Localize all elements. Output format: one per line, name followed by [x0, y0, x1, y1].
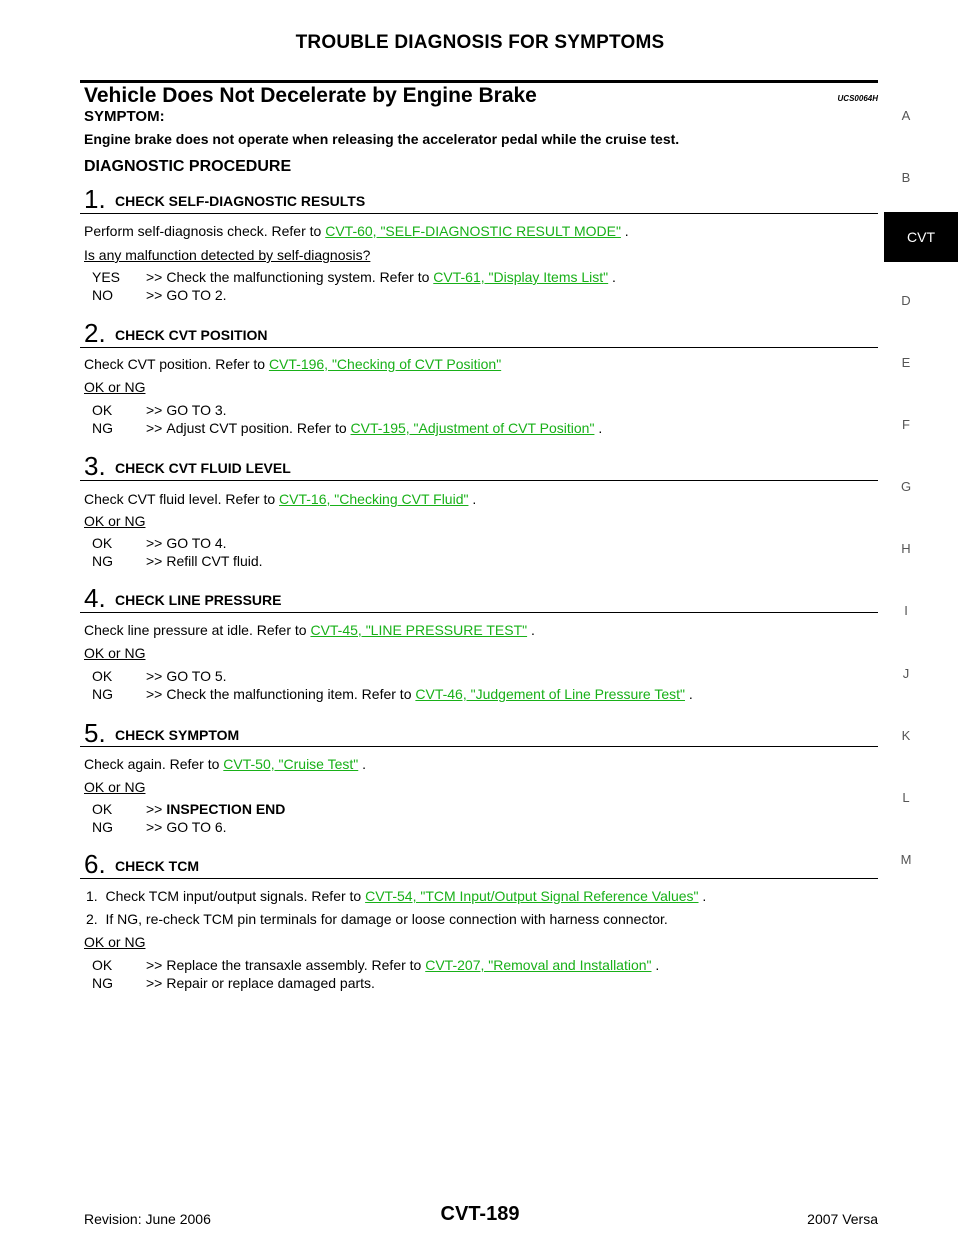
symptom-description: Engine brake does not operate when relea… [84, 131, 680, 147]
step-rule [80, 480, 878, 481]
step-number: 1. [84, 184, 106, 214]
footer-model: 2007 Versa [807, 1211, 878, 1227]
side-index-h[interactable]: H [901, 541, 911, 556]
step-5-instruction: Check again. Refer to CVT-50, "Cruise Te… [84, 756, 367, 772]
step-rule [80, 213, 878, 214]
footer-revision: Revision: June 2006 [84, 1211, 211, 1227]
step-1-answer-yes: YES>>Check the malfunctioning system. Re… [92, 269, 616, 285]
side-index-m[interactable]: M [900, 852, 912, 867]
side-index-f[interactable]: F [902, 417, 910, 432]
symptom-label: SYMPTOM: [84, 108, 165, 125]
step-rule [80, 612, 878, 613]
step-2-answer-ng: NG>>Adjust CVT position. Refer to CVT-19… [92, 420, 603, 436]
step-6-answer-link[interactable]: CVT-207, "Removal and Installation" [425, 957, 652, 973]
side-index-g[interactable]: G [900, 479, 912, 494]
step-rule [80, 878, 878, 879]
step-2-instruction: Check CVT position. Refer to CVT-196, "C… [84, 356, 502, 372]
procedure-title: DIAGNOSTIC PROCEDURE [84, 158, 292, 175]
step-3-reference-link[interactable]: CVT-16, "Checking CVT Fluid" [279, 491, 469, 507]
step-1-instruction: Perform self-diagnosis check. Refer to C… [84, 223, 629, 239]
step-title: CHECK SELF-DIAGNOSTIC RESULTS [115, 193, 366, 209]
side-index-j[interactable]: J [902, 666, 910, 681]
step-5-answer-ng: NG>>GO TO 6. [92, 819, 227, 835]
step-rule [80, 347, 878, 348]
step-3-answer-ok: OK>>GO TO 4. [92, 535, 227, 551]
step-4-answer-ok: OK>>GO TO 5. [92, 668, 227, 684]
step-rule [80, 746, 878, 747]
step-1-answer-link[interactable]: CVT-61, "Display Items List" [433, 269, 609, 285]
step-6-answer-ok: OK>>Replace the transaxle assembly. Refe… [92, 957, 660, 973]
step-3-instruction: Check CVT fluid level. Refer to CVT-16, … [84, 491, 477, 507]
side-index-a[interactable]: A [901, 108, 911, 123]
side-index-i[interactable]: I [904, 603, 908, 618]
step-2-question: OK or NG [84, 379, 146, 395]
step-4-question: OK or NG [84, 645, 146, 661]
side-index-active-tab[interactable]: CVT [884, 212, 958, 262]
step-4-answer-link[interactable]: CVT-46, "Judgement of Line Pressure Test… [415, 686, 685, 702]
step-1-question: Is any malfunction detected by self-diag… [84, 247, 371, 263]
step-4-instruction: Check line pressure at idle. Refer to CV… [84, 622, 535, 638]
step-5-reference-link[interactable]: CVT-50, "Cruise Test" [223, 756, 359, 772]
step-6-item-2: 2. If NG, re-check TCM pin terminals for… [86, 911, 668, 927]
side-index-k[interactable]: K [901, 728, 911, 743]
footer-page-number: CVT-189 [440, 1203, 520, 1225]
document-code: UCS0064H [837, 94, 878, 103]
step-6-item-1: 1. Check TCM input/output signals. Refer… [86, 888, 707, 904]
side-index-l[interactable]: L [902, 790, 910, 805]
step-6-answer-ng: NG>>Repair or replace damaged parts. [92, 975, 375, 991]
step-5-answer-ok: OK>>INSPECTION END [92, 801, 286, 817]
page-header-title: TROUBLE DIAGNOSIS FOR SYMPTOMS [295, 32, 665, 53]
side-index-e[interactable]: E [901, 355, 911, 370]
step-2-answer-ok: OK>>GO TO 3. [92, 402, 227, 418]
side-index-b[interactable]: B [901, 170, 911, 185]
step-4-reference-link[interactable]: CVT-45, "LINE PRESSURE TEST" [310, 622, 528, 638]
side-index-d[interactable]: D [901, 293, 911, 308]
step-5-question: OK or NG [84, 779, 146, 795]
step-4-answer-ng: NG>>Check the malfunctioning item. Refer… [92, 686, 693, 702]
step-3-question: OK or NG [84, 513, 146, 529]
step-6-question: OK or NG [84, 934, 146, 950]
section-title: Vehicle Does Not Decelerate by Engine Br… [84, 84, 537, 107]
header-rule [80, 80, 878, 83]
step-1-reference-link[interactable]: CVT-60, "SELF-DIAGNOSTIC RESULT MODE" [325, 223, 621, 239]
step-1-answer-no: NO>>GO TO 2. [92, 287, 227, 303]
step-2-reference-link[interactable]: CVT-196, "Checking of CVT Position" [268, 356, 502, 372]
step-3-answer-ng: NG>>Refill CVT fluid. [92, 553, 263, 569]
step-6-reference-link[interactable]: CVT-54, "TCM Input/Output Signal Referen… [365, 888, 699, 904]
step-2-answer-link[interactable]: CVT-195, "Adjustment of CVT Position" [350, 420, 595, 436]
